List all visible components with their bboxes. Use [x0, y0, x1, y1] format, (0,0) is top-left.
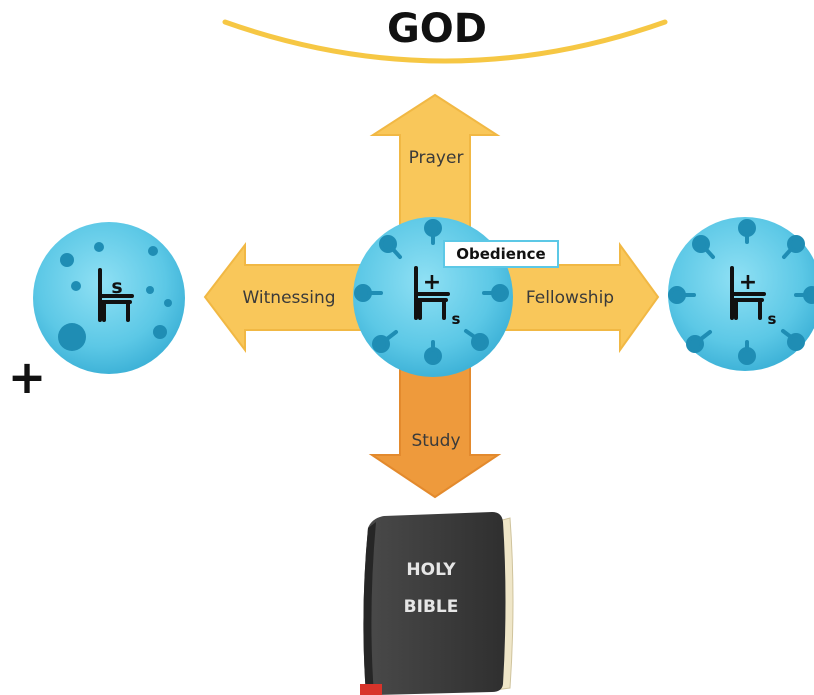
christ-on-throne-glyph: +	[739, 270, 757, 295]
christ-directed-circle-right: + s	[668, 217, 814, 371]
witnessing-arrow	[203, 242, 366, 353]
study-label: Study	[411, 431, 460, 451]
witnessing-label: Witnessing	[242, 288, 335, 308]
obedience-badge	[443, 240, 559, 268]
book-title-line1: HOLY	[406, 560, 456, 580]
cross-outside-glyph: +	[8, 350, 47, 404]
christ-on-throne-glyph: +	[423, 270, 441, 295]
fellowship-label: Fellowship	[526, 288, 614, 308]
self-beside-throne-glyph: s	[452, 310, 461, 328]
study-arrow	[368, 354, 502, 499]
god-arc	[222, 19, 668, 64]
prayer-arrow	[369, 93, 501, 241]
obedience-label: Obedience	[456, 245, 545, 263]
book-title-line2: BIBLE	[404, 597, 459, 617]
throne-icon	[98, 268, 134, 322]
throne-icon	[730, 266, 766, 320]
self-on-throne-glyph: s	[111, 276, 122, 298]
fellowship-arrow	[494, 241, 660, 354]
god-title: GOD	[387, 6, 487, 52]
self-beside-throne-glyph: s	[768, 310, 777, 328]
throne-icon	[414, 266, 450, 320]
self-directed-circle: s	[33, 222, 185, 374]
holy-bible-book: HOLY BIBLE	[360, 512, 514, 695]
prayer-label: Prayer	[409, 148, 464, 168]
bookmark-ribbon	[360, 684, 382, 695]
